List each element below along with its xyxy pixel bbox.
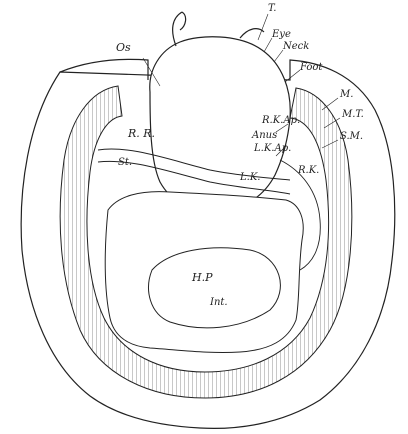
label-rk: R.K.	[298, 166, 319, 176]
label-int: Int.	[210, 298, 228, 308]
label-anus: Anus	[252, 131, 277, 141]
label-sm: S.M.	[340, 132, 363, 142]
label-rr: R. R.	[128, 128, 155, 139]
label-foot: Foot	[300, 63, 322, 73]
label-hp: H.P	[192, 272, 213, 283]
label-m: M.	[340, 90, 353, 100]
label-mt: M.T.	[342, 110, 364, 120]
label-st: St.	[118, 158, 132, 168]
label-lkap: L.K.Ap.	[254, 144, 291, 154]
label-rkap: R.K.Ap.	[262, 116, 300, 126]
label-t: T.	[268, 4, 276, 14]
label-lk: L.K.	[240, 173, 260, 183]
label-os: Os	[116, 42, 131, 53]
label-neck: Neck	[283, 42, 309, 52]
label-eye: Eye	[272, 30, 291, 40]
